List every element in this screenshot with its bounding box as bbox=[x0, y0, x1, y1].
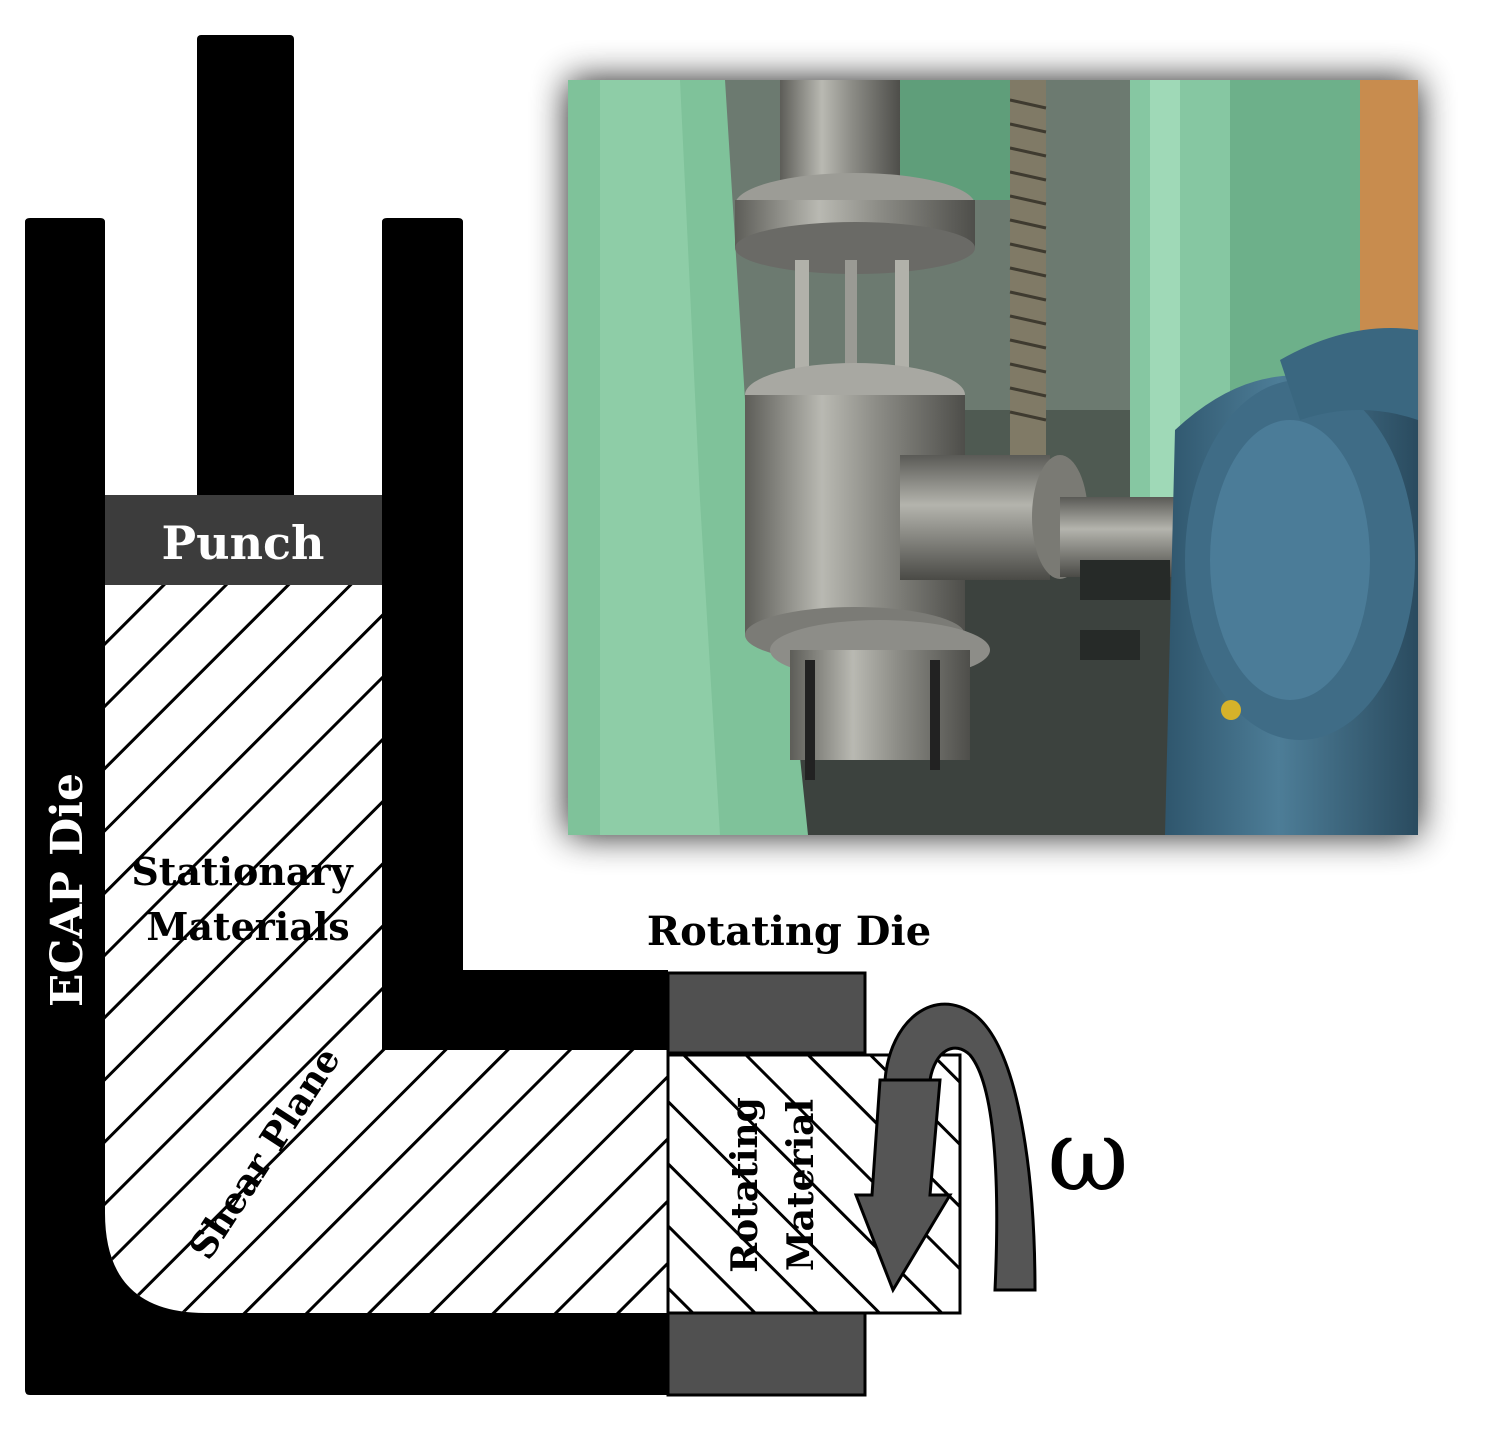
rotation-arrow-head bbox=[853, 1078, 953, 1294]
stationary-label-line1: Stationary bbox=[131, 849, 353, 894]
ecap-die-label: ECAP Die bbox=[42, 773, 93, 1007]
rotating-shaft bbox=[900, 455, 1050, 580]
punch-label: Punch bbox=[162, 516, 325, 570]
ecap-schematic: Punch ECAP Die Stationary Materials Shea… bbox=[25, 35, 1129, 1397]
stationary-label-line2: Materials bbox=[146, 904, 349, 949]
punch-head bbox=[105, 495, 382, 585]
rotating-die-lower bbox=[666, 1311, 867, 1397]
stationary-material bbox=[105, 585, 668, 1313]
lead-screw bbox=[1010, 80, 1046, 500]
ecap-die-outer bbox=[25, 218, 668, 1395]
upper-ram bbox=[780, 80, 900, 190]
rotation-arrow bbox=[853, 1002, 1037, 1294]
rotating-material-label-line1: Rotating bbox=[724, 1097, 766, 1273]
apparatus-photo bbox=[568, 80, 1418, 835]
ecap-die-inner bbox=[382, 218, 668, 1050]
orange-wall bbox=[1360, 80, 1418, 340]
rotating-die-label: Rotating Die bbox=[647, 908, 931, 955]
punch-stem bbox=[197, 35, 294, 500]
rotating-material-label-line2: Material bbox=[780, 1099, 822, 1271]
yellow-bolt bbox=[1221, 700, 1241, 720]
rotating-die-upper bbox=[666, 971, 867, 1055]
rotation-arrow-band bbox=[883, 1002, 1037, 1292]
omega-symbol: ω bbox=[1047, 1097, 1129, 1214]
